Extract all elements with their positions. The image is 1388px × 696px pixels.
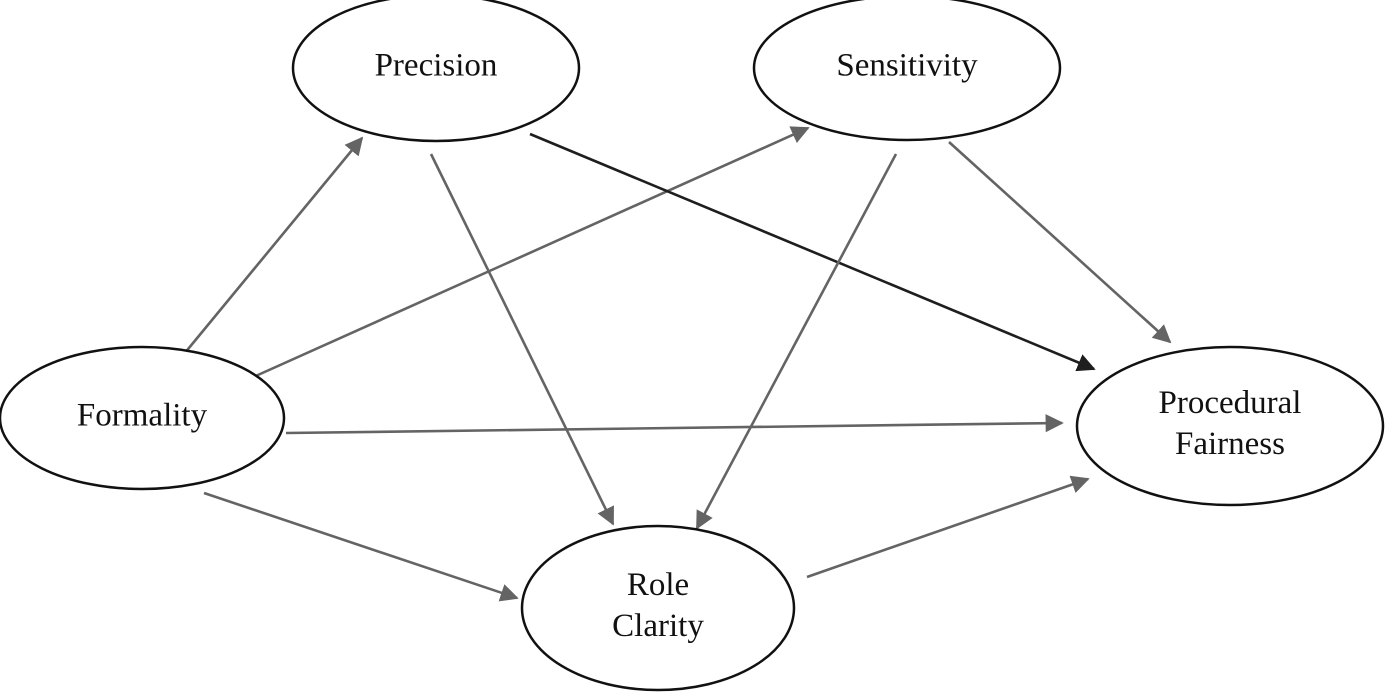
node-ellipse-precision <box>291 0 581 143</box>
arrow-sensitivity-to-procedural-fairness <box>948 141 1172 344</box>
node-ellipse-procedural-fairness <box>1075 345 1385 507</box>
node-label-procedural-fairness-line-1: Procedural <box>1159 385 1302 421</box>
arrow-sensitivity-to-role-clarity <box>695 153 898 530</box>
arrow-formality-to-sensitivity <box>248 126 810 381</box>
node-ellipse-role-clarity <box>520 524 796 692</box>
node-formality: Formality <box>0 345 286 491</box>
edges-layer <box>182 126 1172 602</box>
arrow-formality-to-precision <box>182 136 364 355</box>
node-label-formality-line-1: Formality <box>77 398 208 434</box>
node-label-role-clarity-line-1: Role <box>627 567 689 603</box>
node-label-sensitivity-line-1: Sensitivity <box>836 48 978 84</box>
node-precision: Precision <box>291 0 581 143</box>
arrow-formality-to-role-clarity <box>203 491 519 602</box>
node-ellipse-sensitivity <box>752 0 1062 142</box>
node-ellipse-formality <box>0 345 286 491</box>
node-label-procedural-fairness-line-2: Fairness <box>1175 426 1285 462</box>
arrow-role-clarity-to-procedural-fairness <box>806 475 1090 579</box>
arrow-precision-to-role-clarity <box>429 153 615 526</box>
arrow-formality-to-procedural-fairness <box>285 414 1064 435</box>
arrow-precision-to-procedural-fairness <box>529 132 1096 372</box>
node-label-role-clarity-line-2: Clarity <box>612 608 704 644</box>
node-sensitivity: Sensitivity <box>752 0 1062 142</box>
node-label-precision-line-1: Precision <box>375 48 498 84</box>
